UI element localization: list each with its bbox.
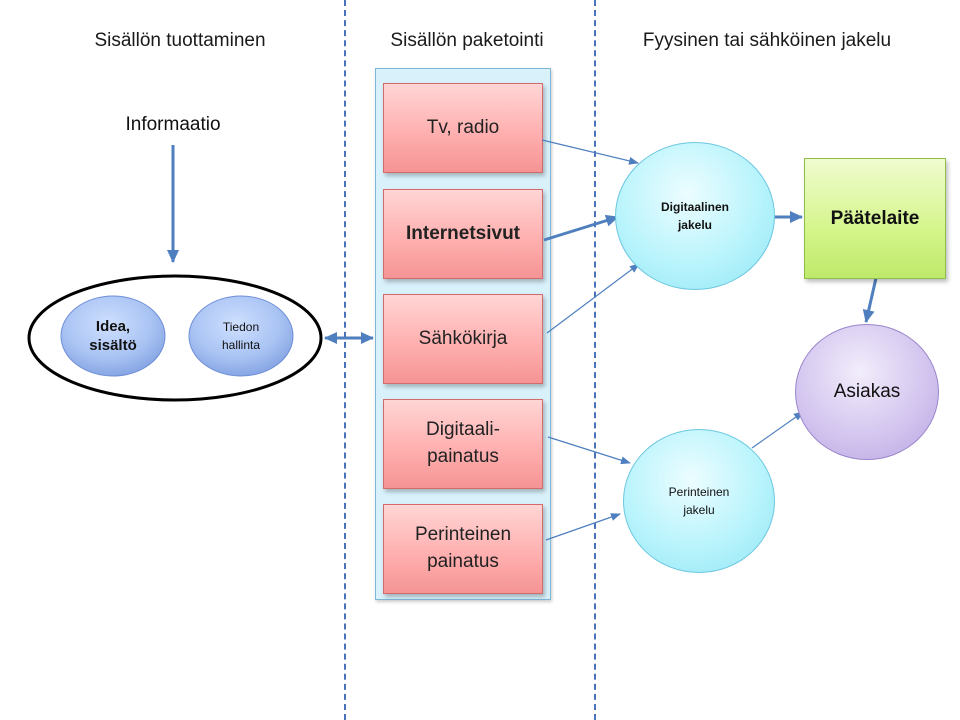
column-title-production: Sisällön tuottaminen <box>94 30 266 51</box>
idea-ellipse <box>60 295 166 377</box>
package-sahkokirja-label: Sähkökirja <box>418 327 508 349</box>
package-internetsivut: Internetsivut <box>383 189 543 279</box>
package-digitaalipainatus-line1: Digitaali- <box>426 419 500 441</box>
idea-label-line1: Idea, <box>95 317 131 335</box>
arrow-digiprint-to-traditional <box>547 436 631 465</box>
column-title-distribution: Fyysinen tai sähköinen jakelu <box>642 30 892 51</box>
tiedon-label-line1: Tiedon <box>222 320 260 334</box>
customer-circle: Asiakas <box>795 324 939 460</box>
digital-distribution-line2: jakelu <box>677 218 712 232</box>
arrow-internet-to-digital <box>543 214 619 242</box>
package-tv-radio-label: Tv, radio <box>426 116 500 138</box>
tiedon-label-line2: hallinta <box>221 338 261 352</box>
tiedon-hallinta-ellipse <box>188 295 294 377</box>
customer-label: Asiakas <box>833 381 901 402</box>
digital-distribution-line1: Digitaalinen <box>660 200 729 214</box>
column-title-packaging: Sisällön paketointi <box>390 30 544 51</box>
arrow-tv-to-digital <box>541 139 639 165</box>
arrow-traditional-to-customer <box>751 411 804 449</box>
information-label: Informaatio <box>125 114 221 135</box>
package-digitaalipainatus-line2: painatus <box>427 446 499 467</box>
tiedon-hallinta-label: Tiedon hallinta <box>189 296 293 376</box>
package-sahkokirja: Sähkökirja <box>383 294 543 384</box>
traditional-distribution-line2: jakelu <box>683 503 715 517</box>
traditional-distribution-circle: Perinteinen jakelu <box>623 429 775 573</box>
package-internetsivut-label: Internetsivut <box>405 222 521 244</box>
package-perinteinen-painatus-line1: Perinteinen <box>414 524 512 546</box>
idea-label-line2: sisältö <box>89 337 137 354</box>
device-box: Päätelaite <box>804 158 946 279</box>
digital-distribution-circle: Digitaalinen jakelu <box>615 142 775 290</box>
arrow-tradprint-to-traditional <box>545 513 621 541</box>
divider-left <box>344 0 346 720</box>
arrow-ebook-to-digital <box>546 263 640 334</box>
package-tv-radio: Tv, radio <box>383 83 543 173</box>
device-label: Päätelaite <box>830 207 920 229</box>
package-perinteinen-painatus-line2: painatus <box>427 551 499 572</box>
idea-label: Idea, sisältö <box>61 296 165 376</box>
traditional-distribution-line1: Perinteinen <box>668 485 730 499</box>
package-digitaalipainatus: Digitaali- painatus <box>383 399 543 489</box>
divider-right <box>594 0 596 720</box>
arrow-device-to-customer <box>862 277 878 323</box>
package-perinteinen-painatus: Perinteinen painatus <box>383 504 543 594</box>
